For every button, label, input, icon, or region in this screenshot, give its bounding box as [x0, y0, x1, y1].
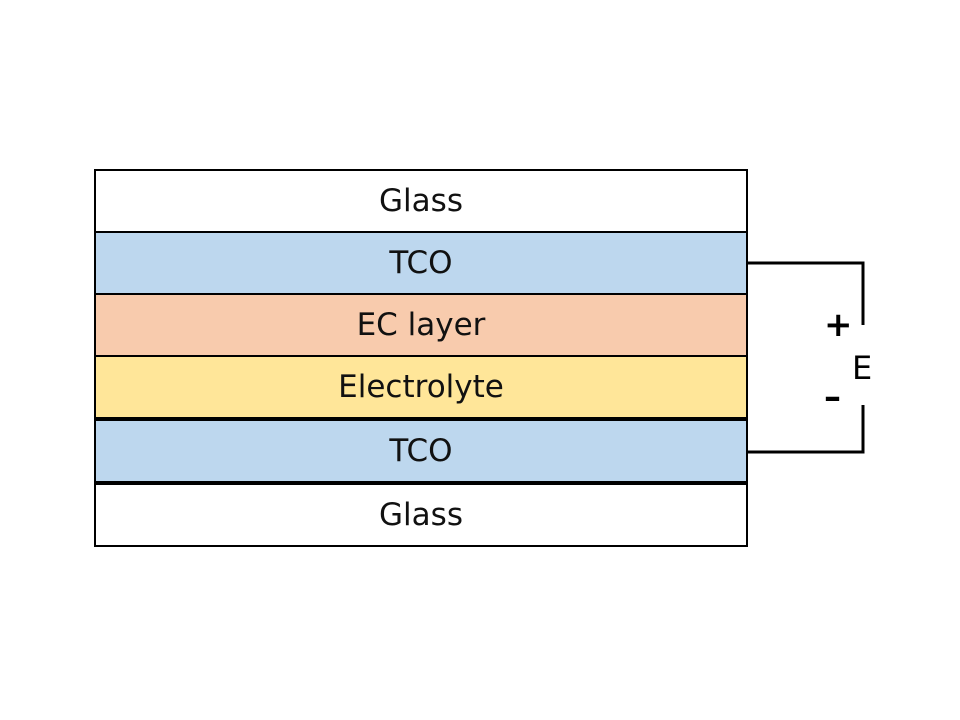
layer-tco-bottom: TCO	[94, 419, 748, 483]
minus-terminal-sign: –	[824, 377, 841, 417]
layer-ec-label: EC layer	[356, 306, 486, 343]
layer-electrolyte-label: Electrolyte	[338, 368, 504, 405]
layer-glass-bottom: Glass	[94, 483, 748, 547]
device-layer-stack: Glass TCO EC layer Electrolyte TCO Glass	[94, 169, 748, 547]
plus-terminal-sign: +	[824, 305, 853, 345]
layer-tco-top: TCO	[94, 231, 748, 295]
voltage-label: E	[852, 349, 873, 387]
layer-glass-top-label: Glass	[379, 182, 463, 219]
layer-tco-top-label: TCO	[389, 244, 453, 281]
wire-bottom	[748, 405, 865, 454]
layer-electrolyte: Electrolyte	[94, 355, 748, 419]
layer-glass-bottom-label: Glass	[379, 496, 463, 533]
layer-tco-bottom-label: TCO	[389, 432, 453, 469]
layer-glass-top: Glass	[94, 169, 748, 233]
layer-ec: EC layer	[94, 293, 748, 357]
